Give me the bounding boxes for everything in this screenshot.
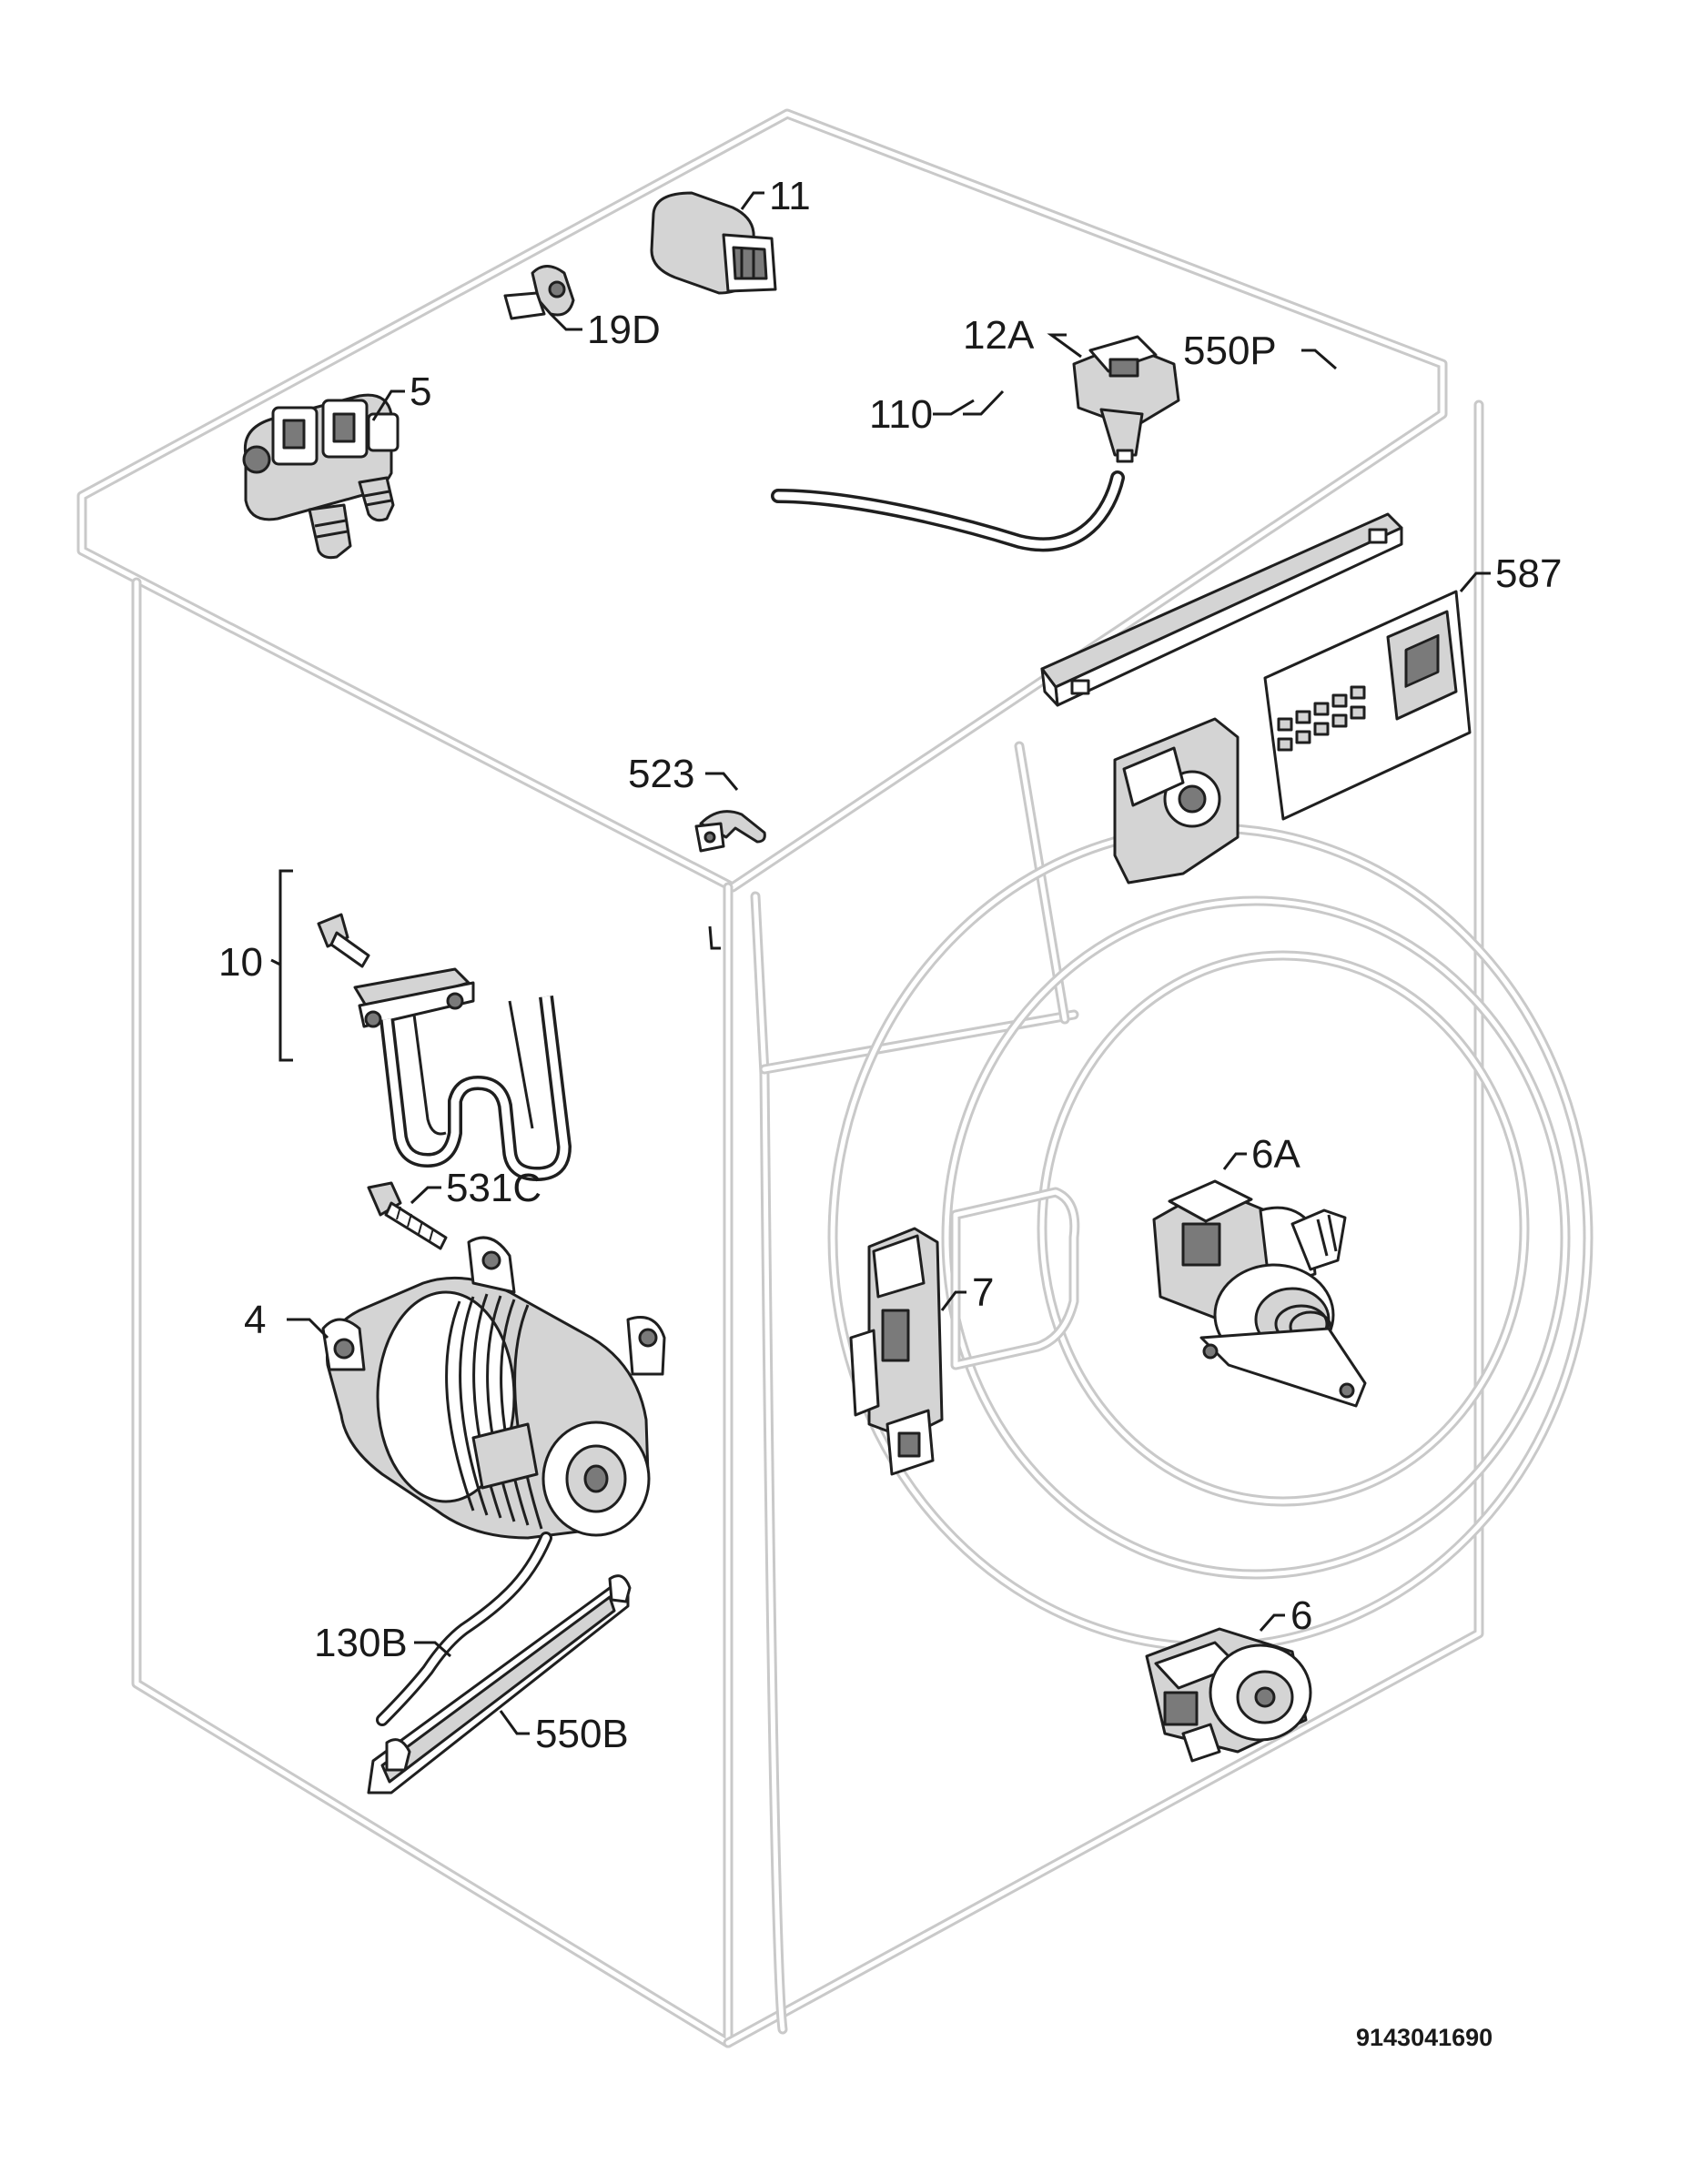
callout-550p: 550P: [1183, 329, 1277, 373]
control-board-icon: [1113, 590, 1472, 885]
hose-icon: [771, 470, 1125, 552]
callout-7: 7: [972, 1270, 994, 1315]
callout-6: 6: [1290, 1593, 1312, 1638]
capacitor-icon: [650, 191, 777, 295]
callout-110: 110: [869, 392, 933, 437]
clip-19d-icon: [503, 265, 575, 320]
callout-531c: 531C: [446, 1166, 541, 1210]
appliance-outline: [76, 108, 1594, 2048]
heating-element-icon: [317, 913, 572, 1181]
document-number: 9143041690: [1356, 2024, 1493, 2051]
door-lock-icon: [849, 1227, 944, 1476]
pump-icon: [1152, 1179, 1367, 1408]
callout-11: 11: [769, 174, 811, 218]
drain-pump-icon: [1145, 1627, 1312, 1763]
motor-icon: [321, 1236, 666, 1540]
pressure-switch-icon: [1072, 335, 1180, 463]
callout-550b: 550B: [535, 1712, 629, 1756]
callout-10: 10: [218, 940, 263, 985]
leader-lines: [270, 191, 1491, 1735]
callout-4: 4: [244, 1298, 266, 1342]
inlet-valve-icon: [242, 393, 400, 560]
gasket-icon: [376, 1532, 552, 1726]
callout-labels: 11 19D 5 12A 110 550P 587 523 10 531C 4 …: [218, 174, 1562, 2051]
callout-19d: 19D: [587, 308, 661, 352]
screw-icon: [367, 1181, 448, 1250]
callout-12a: 12A: [963, 313, 1035, 358]
callout-5: 5: [410, 369, 431, 414]
rail-550b-icon: [367, 1574, 632, 1795]
callout-130b: 130B: [314, 1621, 408, 1665]
callout-587: 587: [1495, 551, 1562, 596]
clip-523-icon: [694, 810, 766, 853]
callout-6a: 6A: [1251, 1132, 1300, 1177]
callout-523: 523: [628, 752, 694, 796]
rail-550p-icon: [1040, 512, 1403, 707]
